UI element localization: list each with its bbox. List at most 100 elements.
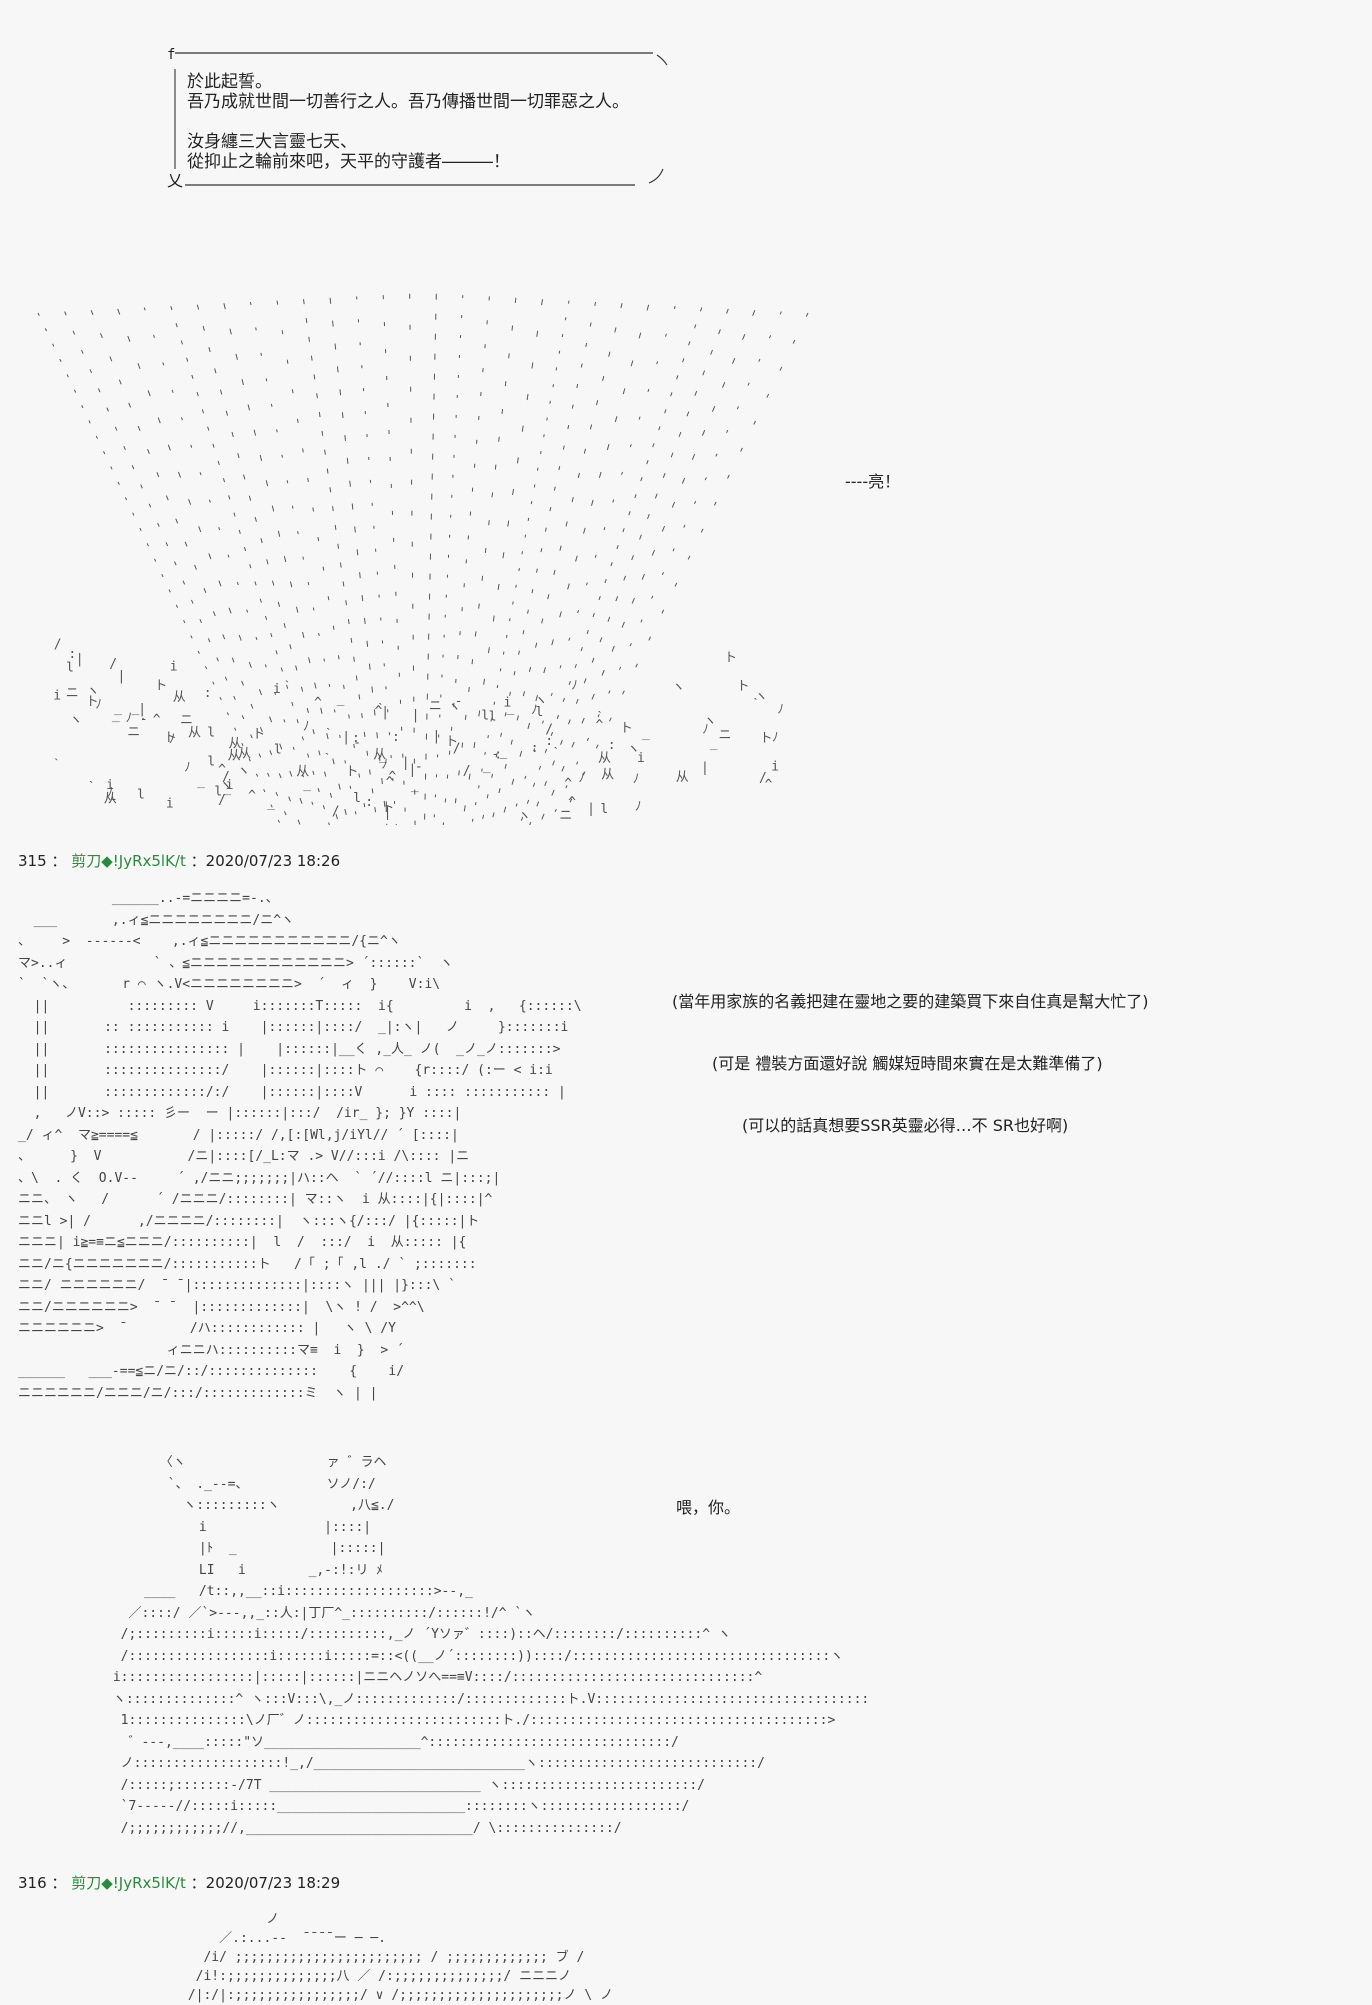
burst-glyph: _: [500, 744, 508, 759]
burst-glyph: ｀: [750, 697, 763, 714]
burst-glyph: ﾉ: [126, 711, 133, 726]
burst-glyph: 从: [104, 792, 117, 807]
post-separator: ：: [51, 852, 67, 870]
burst-glyph: |: [587, 801, 595, 816]
burst-glyph: |: [412, 708, 420, 723]
burst-glyph: _: [267, 795, 275, 810]
monologue-line-3: (可以的話真想要SSR英靈必得…不 SR也好啊): [742, 1116, 1069, 1135]
burst-glyph: -: [455, 694, 463, 709]
burst-glyph: ﾉ: [107, 785, 114, 800]
poster-trip-code[interactable]: !JyRx5lK/t: [112, 852, 186, 870]
burst-glyph: |: [76, 652, 84, 667]
flash-sound-effect: ----亮！: [845, 472, 901, 491]
light-ray-line: [558, 312, 809, 825]
burst-glyph: ｀: [322, 728, 335, 745]
burst-glyph: 从: [228, 748, 241, 763]
burst-glyph: ﾉ: [303, 719, 310, 734]
post-header-315: 315 ： 剪刀◆!JyRx5lK/t ：2020/07/23 18:26: [18, 850, 340, 871]
post-separator: ：: [51, 1874, 67, 1892]
chant-line-3: 汝身纏三大言靈七天、: [187, 132, 357, 152]
light-ray-burst-art: _从i:ヽ//｀｀从/ﾉ/トﾉﾉ:ﾉ|lヽ-ﾉ_^^从ニl｀i｀_ﾉl^/|ヽヽ…: [37, 293, 809, 825]
burst-glyph: _: [114, 701, 122, 716]
burst-glyph: /: [545, 723, 553, 738]
burst-glyph: :: [204, 686, 212, 701]
burst-glyph: /: [222, 770, 230, 785]
burst-glyph: l: [207, 726, 215, 741]
burst-glyph: :: [531, 741, 539, 756]
bottom-partial-ascii-art: ノ ／.:...-‐ ̄ ̄ ̄ ̄ ー ─ ─. /i/ ;;;;;;;;;;…: [187, 1912, 613, 2003]
burst-glyph: 从: [229, 737, 242, 752]
burst-glyph: ^: [314, 695, 322, 710]
burst-glyph: :: [608, 738, 616, 753]
light-ray-line: [356, 296, 397, 825]
burst-glyph: ヽ: [518, 809, 531, 824]
burst-glyph: ヽ: [672, 680, 685, 695]
post-number: 315: [18, 852, 47, 870]
poster-trip-code[interactable]: !JyRx5lK/t: [112, 1874, 186, 1892]
burst-glyph: ｀: [550, 747, 563, 764]
burst-glyph: /: [453, 741, 461, 756]
chant-line-4: 從抑止之輪前來吧，天平的守護者―――！: [187, 152, 510, 172]
burst-glyph: :: [68, 647, 76, 662]
burst-glyph: 从: [598, 751, 611, 766]
burst-glyph: ﾉ: [772, 730, 779, 745]
burst-glyph: /: [218, 793, 226, 808]
post-timestamp: ：2020/07/23 18:26: [190, 852, 341, 870]
burst-glyph: |: [342, 730, 350, 745]
burst-glyph: l: [137, 788, 145, 803]
burst-glyph: ト: [620, 721, 633, 736]
burst-glyph: ﾉ: [571, 678, 578, 693]
light-ray-line: [382, 295, 407, 825]
burst-glyph: 从: [173, 690, 186, 705]
light-ray-line: [452, 297, 517, 825]
burst-glyph: ｀: [50, 758, 63, 775]
burst-glyph: ^: [248, 789, 256, 804]
light-ray-line: [548, 311, 782, 825]
burst-glyph: i: [273, 682, 281, 697]
burst-glyph: ﾉ: [169, 732, 176, 747]
burst-glyph: _: [642, 726, 650, 741]
burst-glyph: ﾉ: [184, 761, 191, 776]
light-ray-line: [480, 301, 597, 825]
burst-glyph: ﾉ: [633, 772, 640, 787]
burst-glyph: ﾉ: [702, 723, 709, 738]
burst-glyph: ﾉ: [579, 771, 586, 786]
burst-glyph: |: [409, 762, 417, 777]
burst-glyph: -: [140, 712, 148, 727]
burst-glyph: ｀: [321, 753, 334, 770]
light-ray-line: [423, 293, 437, 825]
burst-glyph: i: [166, 797, 174, 812]
burst-glyph: ヽ: [755, 690, 768, 705]
chant-line-2: 吾乃成就世間一切善行之人。吾乃傳播世間一切罪惡之人。: [187, 92, 629, 112]
burst-glyph: |: [701, 761, 709, 776]
post-timestamp: ：2020/07/23 18:29: [190, 1874, 341, 1892]
light-ray-line: [509, 305, 676, 825]
burst-glyph: _: [197, 774, 205, 789]
burst-glyph: ヽ: [237, 764, 250, 779]
burst-glyph: ト: [164, 731, 177, 746]
light-ray-line: [276, 300, 369, 825]
burst-glyph: ヽ: [704, 714, 717, 729]
burst-glyph: _: [507, 701, 515, 716]
burst-glyph: ニ: [66, 686, 79, 701]
light-ray-line: [303, 299, 378, 825]
burst-glyph: ト: [381, 800, 394, 815]
burst-glyph: i: [226, 778, 234, 793]
burst-glyph: ニ: [719, 728, 732, 743]
burst-glyph: ^: [389, 770, 397, 785]
burst-glyph: _: [112, 708, 120, 723]
burst-glyph: ニ: [127, 725, 140, 740]
light-ray-line: [170, 305, 330, 825]
burst-glyph: ト: [724, 650, 737, 665]
burst-glyph: /: [759, 771, 767, 786]
burst-glyph: i: [504, 696, 512, 711]
monologue-line-1: (當年用家族的名義把建在靈地之要的建築買下來自住真是幫大忙了): [672, 992, 1149, 1011]
burst-glyph: ト: [445, 734, 458, 749]
burst-glyph: /: [463, 764, 471, 779]
burst-glyph: i: [106, 778, 114, 793]
burst-glyph: |: [118, 669, 126, 684]
burst-glyph: ﾉ: [531, 703, 538, 718]
poster-name-link[interactable]: 剪刀◆: [71, 1874, 113, 1892]
burst-glyph: ト: [346, 764, 359, 779]
poster-name-link[interactable]: 剪刀◆: [71, 852, 113, 870]
